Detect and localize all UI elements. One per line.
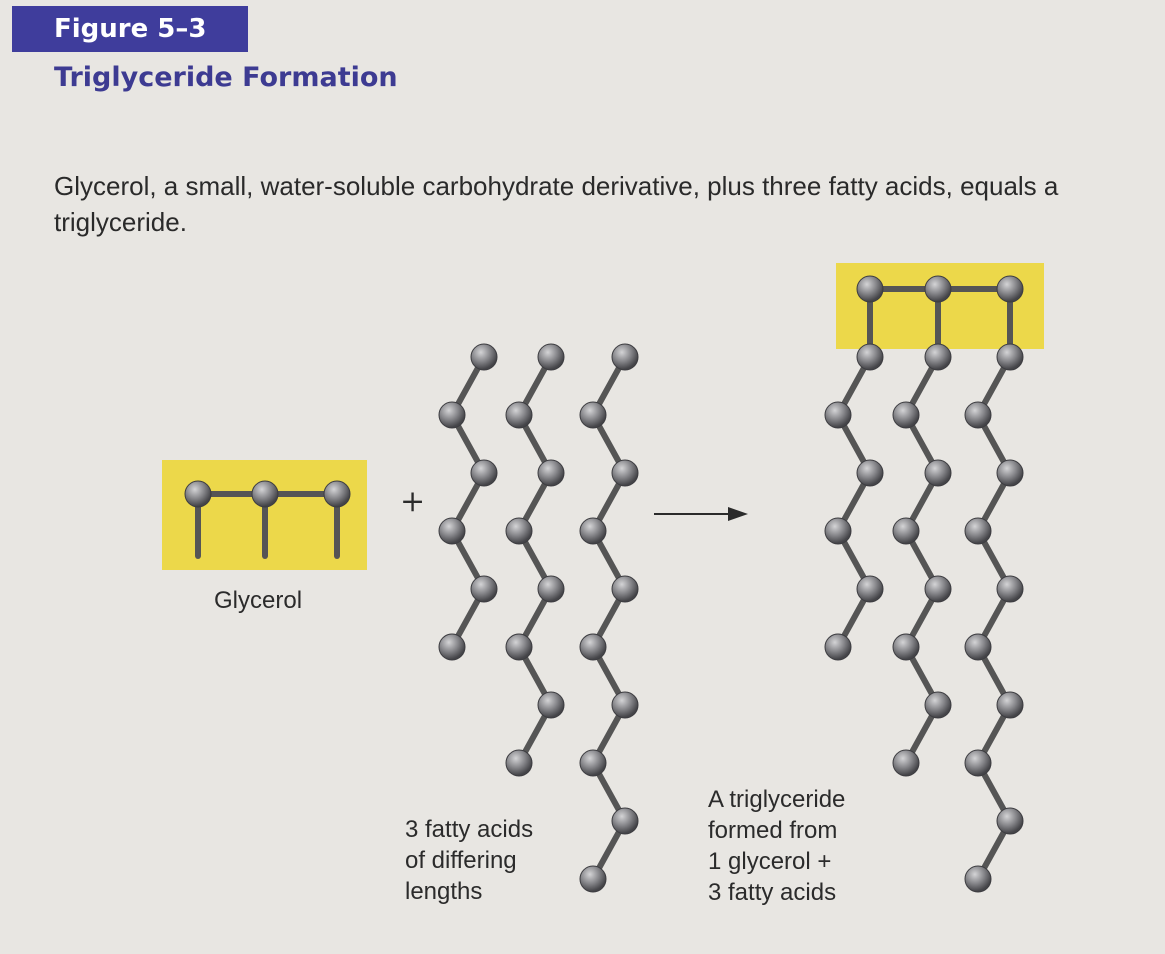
- fatty-acid-1-atom: [438, 633, 466, 661]
- reaction-arrow: [654, 507, 748, 521]
- fatty-acid-2-atom: [505, 749, 533, 777]
- fatty-acid-1-atom: [438, 517, 466, 545]
- atoms: [184, 275, 1024, 893]
- fatty-acid-2-atom: [537, 343, 565, 371]
- fatty-acids-label-line: lengths: [405, 878, 483, 905]
- triglyceride-chain-2-atom: [924, 459, 952, 487]
- fatty-acid-3-atom: [579, 401, 607, 429]
- triglyceride-chain-3-atom: [996, 691, 1024, 719]
- fatty-acid-3-atom: [579, 633, 607, 661]
- triglyceride-glycerol-atom: [924, 275, 952, 303]
- fatty-acid-1-atom: [470, 459, 498, 487]
- triglyceride-chain-2-atom: [924, 343, 952, 371]
- triglyceride-chain-1-atom: [824, 517, 852, 545]
- triglyceride-label-line: 3 fatty acids: [708, 879, 837, 906]
- fatty-acids-label-line: of differing: [405, 847, 517, 874]
- fatty-acid-2-atom: [537, 459, 565, 487]
- triglyceride-chain-3-atom: [964, 517, 992, 545]
- triglyceride-chain-3-atom: [964, 633, 992, 661]
- fatty-acid-2-atom: [505, 633, 533, 661]
- figure-title: Triglyceride Formation: [54, 62, 398, 93]
- triglyceride-chain-2-atom: [924, 575, 952, 603]
- triglyceride-chain-3-atom: [964, 401, 992, 429]
- triglyceride-chain-2-atom: [924, 691, 952, 719]
- fatty-acid-3-atom: [579, 865, 607, 893]
- triglyceride-label-line: 1 glycerol +: [708, 848, 832, 875]
- triglyceride-chain-3-atom: [964, 749, 992, 777]
- fatty-acid-3-atom: [579, 749, 607, 777]
- glycerol-atom: [323, 480, 351, 508]
- fatty-acid-2-atom: [505, 517, 533, 545]
- fatty-acid-1-atom: [438, 401, 466, 429]
- triglyceride-label: A triglyceride formed from 1 glycerol + …: [708, 784, 845, 908]
- triglyceride-chain-1-atom: [856, 459, 884, 487]
- triglyceride-chain-3-atom: [996, 575, 1024, 603]
- triglyceride-label-line: A triglyceride: [708, 786, 846, 813]
- triglyceride-chain-3-atom: [996, 343, 1024, 371]
- fatty-acid-3-atom: [611, 807, 639, 835]
- fatty-acids-label-line: 3 fatty acids: [405, 816, 534, 843]
- fatty-acid-2-atom: [537, 691, 565, 719]
- fatty-acid-2-atom: [537, 575, 565, 603]
- fatty-acid-1-atom: [470, 343, 498, 371]
- fatty-acid-3-atom: [611, 343, 639, 371]
- triglyceride-chain-3-atom: [996, 459, 1024, 487]
- fatty-acid-3-atom: [579, 517, 607, 545]
- triglyceride-chain-3-atom: [964, 865, 992, 893]
- figure-label: Figure 5–3: [12, 6, 248, 52]
- triglyceride-glycerol-atom: [856, 275, 884, 303]
- bonds: [195, 286, 1013, 882]
- triglyceride-chain-1-atom: [824, 633, 852, 661]
- triglyceride-glycerol-atom: [996, 275, 1024, 303]
- triglyceride-chain-1-atom: [824, 401, 852, 429]
- plus-sign: +: [400, 484, 426, 519]
- glycerol-atom: [251, 480, 279, 508]
- triglyceride-chain-3-atom: [996, 807, 1024, 835]
- fatty-acid-3-atom: [611, 575, 639, 603]
- fatty-acids-label: 3 fatty acids of differing lengths: [405, 814, 533, 907]
- glycerol-atom: [184, 480, 212, 508]
- fatty-acid-3-atom: [611, 459, 639, 487]
- figure-caption: Glycerol, a small, water-soluble carbohy…: [54, 171, 1059, 237]
- triglyceride-chain-1-atom: [856, 575, 884, 603]
- glycerol-label: Glycerol: [214, 587, 303, 614]
- triglyceride-chain-2-atom: [892, 633, 920, 661]
- fatty-acid-2-atom: [505, 401, 533, 429]
- triglyceride-chain-1-atom: [856, 343, 884, 371]
- triglyceride-chain-2-atom: [892, 749, 920, 777]
- triglyceride-chain-2-atom: [892, 401, 920, 429]
- triglyceride-chain-2-atom: [892, 517, 920, 545]
- fatty-acid-1-atom: [470, 575, 498, 603]
- fatty-acid-3-atom: [611, 691, 639, 719]
- triglyceride-label-line: formed from: [708, 817, 838, 844]
